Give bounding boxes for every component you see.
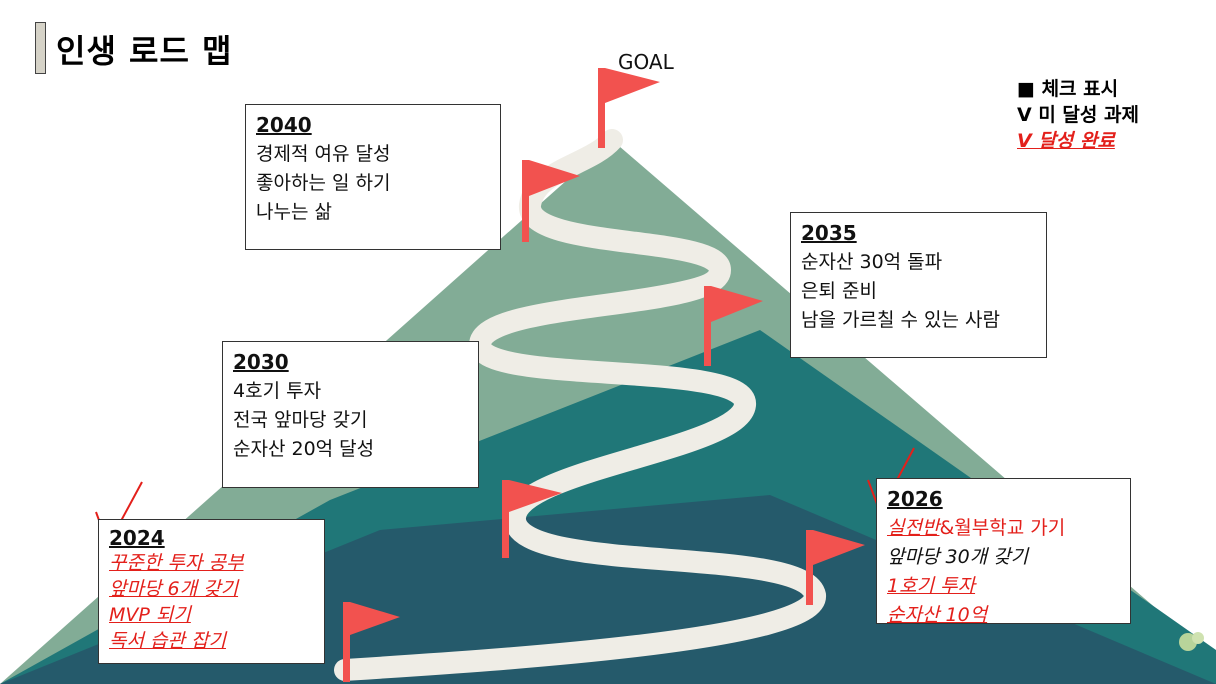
milestone-year: 2035 — [801, 221, 857, 245]
milestone-year: 2026 — [887, 487, 943, 511]
flag-2040 — [522, 160, 580, 242]
milestone-item-done: 앞마당 6개 갖기 — [109, 578, 239, 600]
milestone-2024: 2024 꾸준한 투자 공부 앞마당 6개 갖기 MVP 되기 독서 습관 잡기 — [98, 519, 325, 664]
milestone-year: 2024 — [109, 526, 165, 550]
milestone-item: 경제적 여유 달성 — [256, 143, 391, 165]
milestone-item: 순자산 20억 달성 — [233, 438, 375, 460]
tree-decoration — [1179, 632, 1204, 651]
milestone-item: 좋아하는 일 하기 — [256, 172, 391, 194]
milestone-item-done: 순자산 10억 — [887, 604, 988, 626]
milestone-item-done: 독서 습관 잡기 — [109, 630, 226, 652]
milestone-item-done: 실전반 — [887, 517, 940, 539]
milestone-2035: 2035 순자산 30억 돌파 은퇴 준비 남을 가르칠 수 있는 사람 — [790, 212, 1047, 358]
flag-2024 — [343, 602, 400, 682]
page-title: 인생 로드 맵 — [56, 32, 233, 70]
milestone-2040: 2040 경제적 여유 달성 좋아하는 일 하기 나누는 삶 — [245, 104, 501, 250]
milestone-item: 남을 가르칠 수 있는 사람 — [801, 309, 1000, 331]
title-accent-bar — [35, 22, 46, 74]
milestone-item: 나누는 삶 — [256, 201, 332, 223]
milestone-item: 순자산 30억 돌파 — [801, 251, 943, 273]
milestone-item-done: 꾸준한 투자 공부 — [109, 552, 244, 574]
legend: ■ 체크 표시 V 미 달성 과제 V 달성 완료 — [1017, 76, 1139, 154]
milestone-item-done: 1호기 투자 — [887, 575, 976, 597]
flag-2035 — [704, 286, 763, 366]
milestone-item: 전국 앞마당 갖기 — [233, 409, 368, 431]
milestone-item: 4호기 투자 — [233, 380, 322, 402]
milestone-year: 2030 — [233, 350, 289, 374]
winding-road — [334, 129, 826, 681]
milestone-2026: 2026 실전반&월부학교 가기 앞마당 30개 갖기 1호기 투자 순자산 1… — [876, 478, 1131, 626]
milestone-2030: 2030 4호기 투자 전국 앞마당 갖기 순자산 20억 달성 — [222, 341, 479, 488]
legend-pending: V 미 달성 과제 — [1017, 104, 1139, 126]
goal-label: GOAL — [618, 50, 674, 74]
milestone-item-done: MVP 되기 — [109, 604, 191, 626]
milestone-item-done: &월부학교 가기 — [939, 517, 1066, 539]
milestone-item: 앞마당 30개 갖기 — [887, 546, 1029, 568]
flag-2026 — [806, 530, 865, 605]
milestone-year: 2040 — [256, 113, 312, 137]
milestone-item: 은퇴 준비 — [801, 280, 877, 302]
legend-heading: ■ 체크 표시 — [1017, 78, 1119, 100]
flag-goal — [598, 68, 660, 148]
flag-2030 — [502, 480, 562, 558]
legend-done: V 달성 완료 — [1017, 130, 1115, 152]
